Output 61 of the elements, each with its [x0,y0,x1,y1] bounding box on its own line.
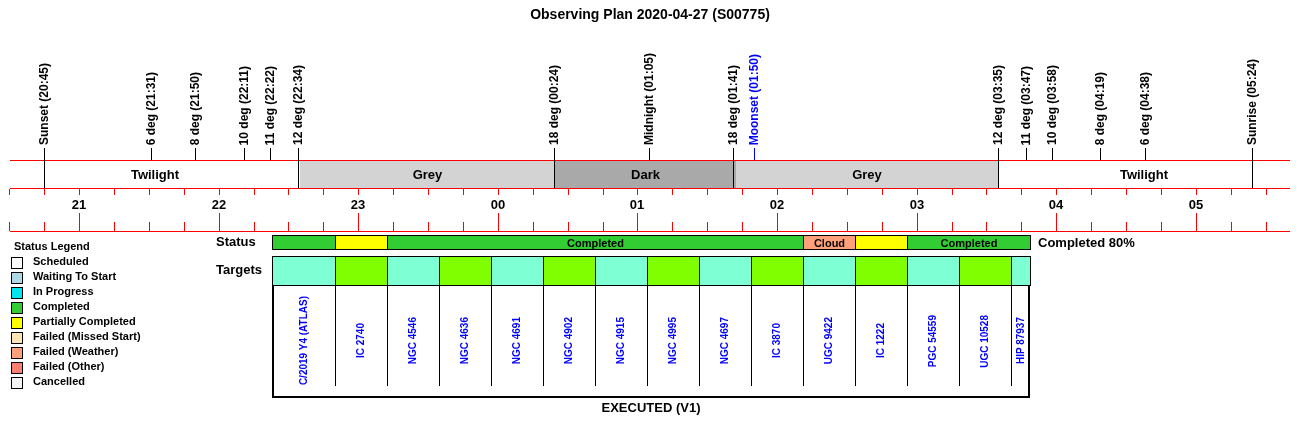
row-label: Status [216,234,256,249]
event-marker-label: 12 deg (03:35) [991,64,1005,145]
event-marker-label: 10 deg (03:58) [1045,64,1059,145]
target-name: UGC 9422 [822,317,835,365]
target-name: C/2019 Y4 (ATLAS) [296,296,310,386]
legend-text: Failed (Weather) [33,345,119,357]
event-marker-label: 11 deg (22:22) [263,65,277,145]
time-band: Dark [555,161,736,188]
status-segment: Cloud [803,235,856,250]
target-name: NGC 4691 [510,317,523,365]
legend-text: Failed (Other) [33,360,105,372]
time-band: Grey [300,161,555,188]
plan-version-caption: EXECUTED (V1) [600,400,702,415]
legend-text: Failed (Missed Start) [33,330,141,342]
event-marker-label: Moonset (01:50) [747,53,761,145]
legend-text: Scheduled [33,255,89,267]
event-marker-label: Sunset (20:45) [37,62,51,145]
hour-label: 00 [489,197,507,212]
status-segment: Completed [387,235,804,250]
event-marker-label: 8 deg (04:19) [1093,71,1107,145]
event-marker-label: 18 deg (00:24) [547,64,561,145]
target-name: IC 1222 [874,323,887,359]
target-name: PGC 54559 [926,314,939,368]
legend-title: Status Legend [14,240,90,252]
diagram-title: Observing Plan 2020-04-27 (S00775) [529,6,771,22]
target-name: NGC 4995 [666,317,679,365]
time-band: Grey [736,161,998,188]
hour-label: 23 [349,197,367,212]
target-name: IC 2740 [354,323,367,359]
event-marker-label: 6 deg (04:38) [1138,71,1152,145]
target-name: NGC 4902 [562,317,575,365]
target-name: NGC 4636 [458,317,471,365]
event-marker-label: 10 deg (22:11) [237,65,251,145]
target-name: IC 3870 [770,323,783,359]
target-name: NGC 4915 [614,317,627,365]
hour-label: 03 [908,197,926,212]
event-marker-label: 8 deg (21:50) [188,71,202,145]
event-marker-label: 12 deg (22:34) [291,64,305,145]
event-marker-label: Sunrise (05:24) [1245,58,1259,145]
legend-text: Completed [33,300,90,312]
event-marker-label: Midnight (01:05) [642,53,656,145]
target-name: HIP 87937 [1013,317,1027,365]
target-name: NGC 4697 [718,317,731,365]
hour-label: 05 [1187,197,1205,212]
row-label: Targets [216,262,262,277]
status-segment: Completed [907,235,1031,250]
legend-text: Cancelled [33,375,85,387]
legend-text: Partially Completed [33,315,136,327]
hour-label: 01 [628,197,646,212]
event-marker-label: 18 deg (01:41) [726,64,740,145]
hour-label: 22 [210,197,228,212]
completion-text: Completed 80% [1038,235,1135,250]
hour-label: 02 [768,197,786,212]
target-name: NGC 4546 [406,317,419,365]
event-marker-label: 11 deg (03:47) [1019,65,1033,145]
hour-label: 04 [1047,197,1065,212]
legend-text: Waiting To Start [33,270,117,282]
event-marker-label: 6 deg (21:31) [144,71,158,145]
hour-label: 21 [70,197,88,212]
legend-text: In Progress [33,285,94,297]
target-name: UGC 10528 [978,314,991,368]
